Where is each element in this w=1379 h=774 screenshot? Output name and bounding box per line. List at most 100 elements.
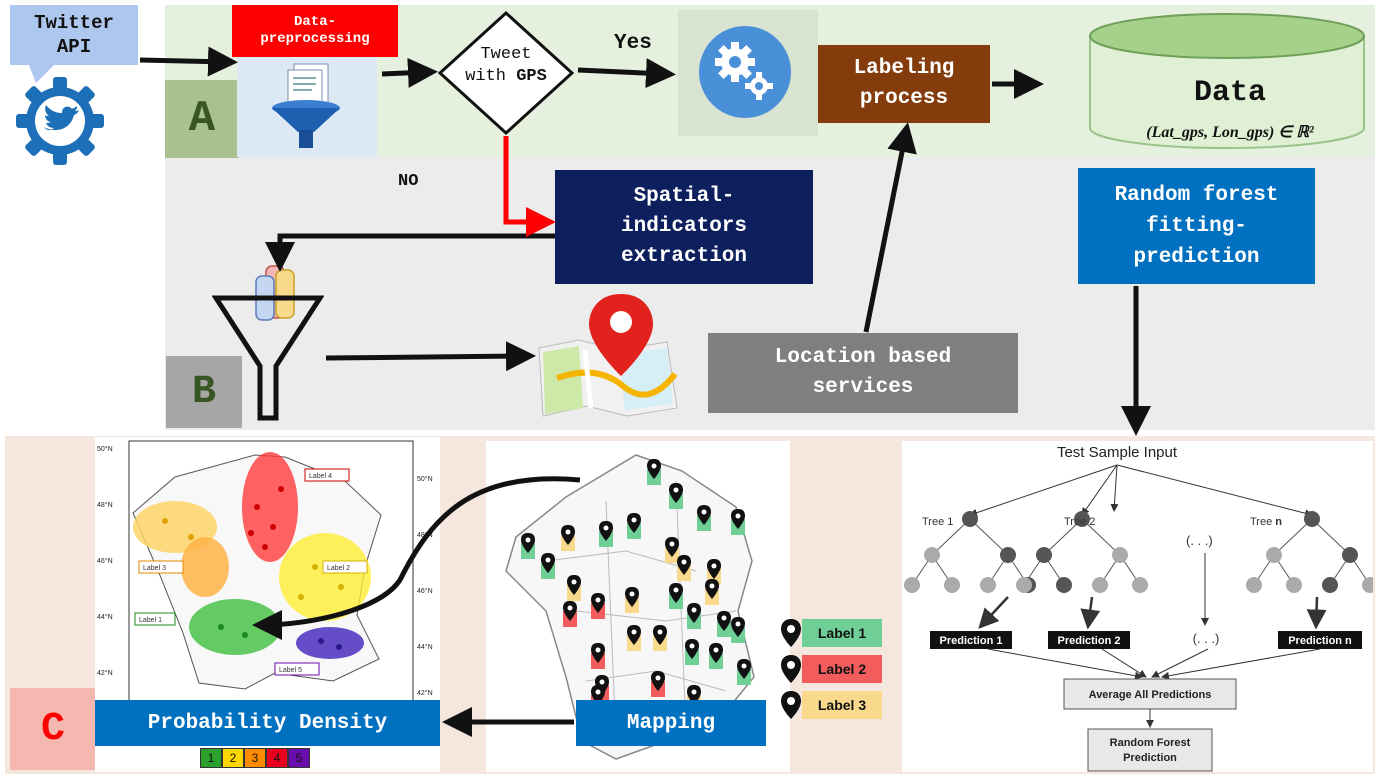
lat-left-42: 42°N [97, 669, 113, 677]
lat-left-44: 44°N [97, 613, 113, 621]
map-pin-icon [717, 611, 731, 631]
random-forest-line2: fitting- [1146, 214, 1247, 238]
legend-item-2: Label 2 [780, 654, 882, 684]
scale-cell-5: 5 [288, 748, 310, 768]
tree-node [1322, 577, 1338, 593]
section-a-letter-text: A [188, 94, 216, 144]
filter-funnel-icon [212, 295, 324, 421]
section-c-letter-text: C [40, 706, 65, 752]
map-pin-dot [691, 689, 697, 695]
legend-label-1: Label 1 [802, 619, 882, 647]
probability-density-text: Probability Density [147, 711, 388, 735]
map-pin-icon [697, 505, 711, 525]
tree-node [1304, 511, 1320, 527]
density-label-1: Label 1 [139, 617, 162, 624]
tree-node [1112, 547, 1128, 563]
section-a-letter: A [165, 80, 239, 158]
map-pin-icon [705, 579, 719, 599]
tree-n-prefix: Tree [1250, 516, 1272, 528]
map-pin-icon [731, 509, 745, 529]
prediction-1-label: Prediction 1 [940, 635, 1003, 647]
twitter-api-pointer [28, 63, 56, 83]
scale-cell-3: 3 [244, 748, 266, 768]
map-pin-dot [721, 615, 727, 621]
map-pin-icon [709, 643, 723, 663]
spatial-line2: indicators [620, 215, 748, 238]
map-pin-dot [595, 689, 601, 695]
decision-line2: with GPS [437, 66, 575, 88]
lat-right-46: 46°N [417, 587, 433, 595]
tree-node [980, 577, 996, 593]
map-pin-icon [687, 603, 701, 623]
map-pin-dot [713, 647, 719, 653]
rf-diagram: Test Sample Input Tree 1 Tree 2 (. . .) … [904, 444, 1373, 772]
data-title: Data [1193, 76, 1266, 110]
mapping-box: Mapping [576, 700, 766, 746]
tree-node [1000, 547, 1016, 563]
tree-edge [969, 518, 1009, 556]
density-label-3: Label 3 [143, 565, 166, 572]
map-pin-dot [603, 525, 609, 531]
tree-edge [1273, 518, 1313, 556]
density-label-4: Label 4 [309, 473, 332, 480]
tree-node [962, 511, 978, 527]
prediction-2-label: Prediction 2 [1058, 635, 1121, 647]
lat-right-50: 50°N [417, 475, 433, 483]
density-label-2: Label 2 [327, 565, 350, 572]
final-prediction-line1: Random Forest [1110, 737, 1191, 749]
map-pin-dot [595, 647, 601, 653]
map-pin-dot [709, 583, 715, 589]
map-pin-dot [657, 629, 663, 635]
map-pin-icon [647, 459, 661, 479]
map-pin-icon [685, 639, 699, 659]
decision-gps: GPS [516, 67, 547, 86]
yes-label: Yes [614, 32, 652, 55]
tree-edge [1311, 518, 1351, 556]
map-pin-dot [565, 529, 571, 535]
map-pin-dot [651, 463, 657, 469]
lat-left-50: 50°N [97, 445, 113, 453]
spatial-line1: Spatial- [633, 185, 735, 208]
tree-edge [1081, 518, 1121, 556]
spatial-indicators-box: Spatial- indicators extraction [555, 170, 813, 284]
location-line2: services [812, 376, 914, 399]
legend-label-3: Label 3 [802, 691, 882, 719]
scale-cell-2: 2 [222, 748, 244, 768]
tree-node [1036, 547, 1052, 563]
map-pin-dot [631, 517, 637, 523]
map-pin-dot [691, 607, 697, 613]
tree-dots-label: (. . .) [1186, 533, 1213, 548]
map-pin-dot [567, 605, 573, 611]
map-pin-icon [591, 643, 605, 663]
map-pin-dot [681, 559, 687, 565]
section-b-letter: B [166, 356, 242, 428]
map-pin-dot [741, 663, 747, 669]
average-label: Average All Predictions [1089, 689, 1212, 701]
legend-label-2: Label 2 [802, 655, 882, 683]
lat-left-48: 48°N [97, 501, 113, 509]
tree-node [904, 577, 920, 593]
map-legend: Label 1 Label 2 Label 3 [780, 618, 882, 720]
twitter-api-label: Twitter API [10, 5, 138, 65]
map-pin-dot [735, 513, 741, 519]
mapping-text: Mapping [626, 711, 716, 735]
tree-node [944, 577, 960, 593]
map-pin-icon [677, 555, 691, 575]
map-pin-dot [673, 587, 679, 593]
rf-input-label: Test Sample Input [1057, 444, 1178, 461]
data-preprocessing-text: Data-preprocessing [260, 14, 370, 47]
tree-1-label: Tree 1 [922, 516, 953, 528]
tree-node [1132, 577, 1148, 593]
tree-n-label: Tree n [1250, 516, 1282, 528]
map-pin-dot [669, 541, 675, 547]
tree-node [1246, 577, 1262, 593]
map-pin-icon [665, 537, 679, 557]
map-pin-icon [707, 559, 721, 579]
tree-node [1074, 511, 1090, 527]
decision-text: Tweet with GPS [437, 44, 575, 88]
map-pin-icon [591, 593, 605, 613]
tree-2-label: Tree 2 [1064, 516, 1095, 528]
location-services-box: Location based services [708, 333, 1018, 413]
map-pin-dot [571, 579, 577, 585]
twitter-gear-icon [16, 77, 104, 165]
